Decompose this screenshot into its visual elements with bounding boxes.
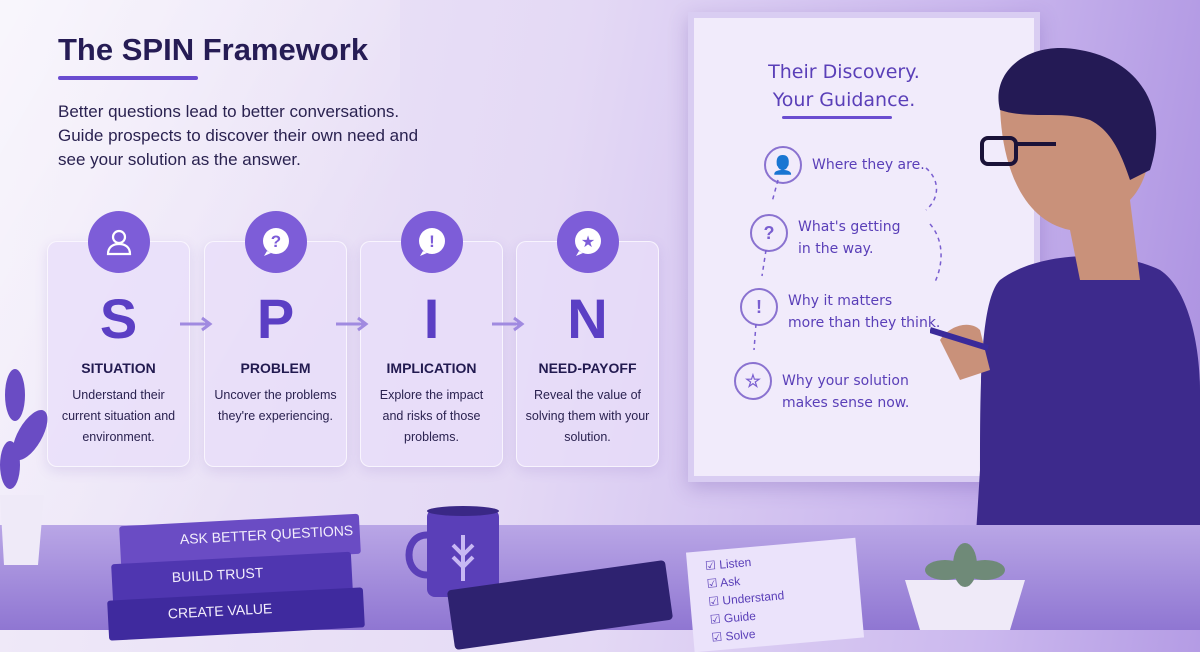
- card-need-payoff: ★ N NEED-PAYOFF Reveal the value of solv…: [516, 211, 659, 467]
- card-desc: Reveal the value of solving them with yo…: [525, 388, 650, 444]
- svg-text:★: ★: [580, 232, 594, 251]
- card-letter: P: [256, 287, 295, 350]
- succulent-pot: [905, 543, 1025, 630]
- exclamation-icon: !: [400, 211, 463, 273]
- card-title: NEED-PAYOFF: [538, 360, 637, 376]
- card-desc: Understand their current situation and e…: [61, 388, 176, 444]
- star-icon: ★: [556, 211, 619, 273]
- card-situation: S SITUATION Understand their current sit…: [47, 211, 190, 467]
- card-desc: Uncover the problems they're experiencin…: [214, 388, 337, 423]
- checklist-item: Guide: [723, 608, 757, 626]
- question-icon: ?: [750, 214, 788, 252]
- card-letter: I: [423, 287, 440, 350]
- checklist-item: Understand: [721, 588, 785, 608]
- arrow-right-icon: [180, 316, 213, 332]
- card-title: SITUATION: [81, 360, 156, 376]
- card-letter: S: [99, 287, 138, 350]
- card-title: PROBLEM: [240, 360, 311, 376]
- mug-illustration: [405, 506, 499, 597]
- svg-text:!: !: [429, 232, 435, 251]
- card-title: IMPLICATION: [386, 360, 477, 376]
- dashed-arrows: [753, 167, 942, 351]
- card-desc: Explore the impact and risks of those pr…: [379, 388, 484, 444]
- title-underline: [58, 76, 198, 80]
- exclamation-icon: !: [740, 288, 778, 326]
- question-icon: ?: [244, 211, 307, 273]
- arrow-right-icon: [492, 316, 525, 332]
- card-letter: N: [567, 287, 608, 350]
- checklist-item: Solve: [724, 626, 757, 644]
- checklist: ☑ Listen ☑ Ask ☑ Understand ☑ Guide ☑ So…: [685, 537, 865, 652]
- card-problem: ? P PROBLEM Uncover the problems they're…: [204, 211, 347, 467]
- star-icon: ☆: [734, 362, 772, 400]
- person-icon: [87, 211, 150, 273]
- whiteboard-step: Where they are.: [812, 157, 925, 173]
- page-subtitle: Better questions lead to better conversa…: [58, 102, 419, 169]
- arrow-right-icon: [336, 316, 369, 332]
- whiteboard-underline: [782, 116, 892, 119]
- whiteboard: Their Discovery.Your Guidance. 👤 Where t…: [688, 12, 1040, 482]
- card-implication: ! I IMPLICATION Explore the impact and r…: [360, 211, 503, 467]
- checklist-item: Ask: [719, 574, 741, 590]
- svg-text:?: ?: [270, 232, 280, 251]
- checklist-item: Listen: [718, 554, 752, 572]
- page-title: The SPIN Framework: [58, 32, 369, 67]
- plant-illustration: [0, 369, 48, 565]
- person-icon: 👤: [764, 146, 802, 184]
- whiteboard-title: Their Discovery.Your Guidance.: [768, 61, 920, 111]
